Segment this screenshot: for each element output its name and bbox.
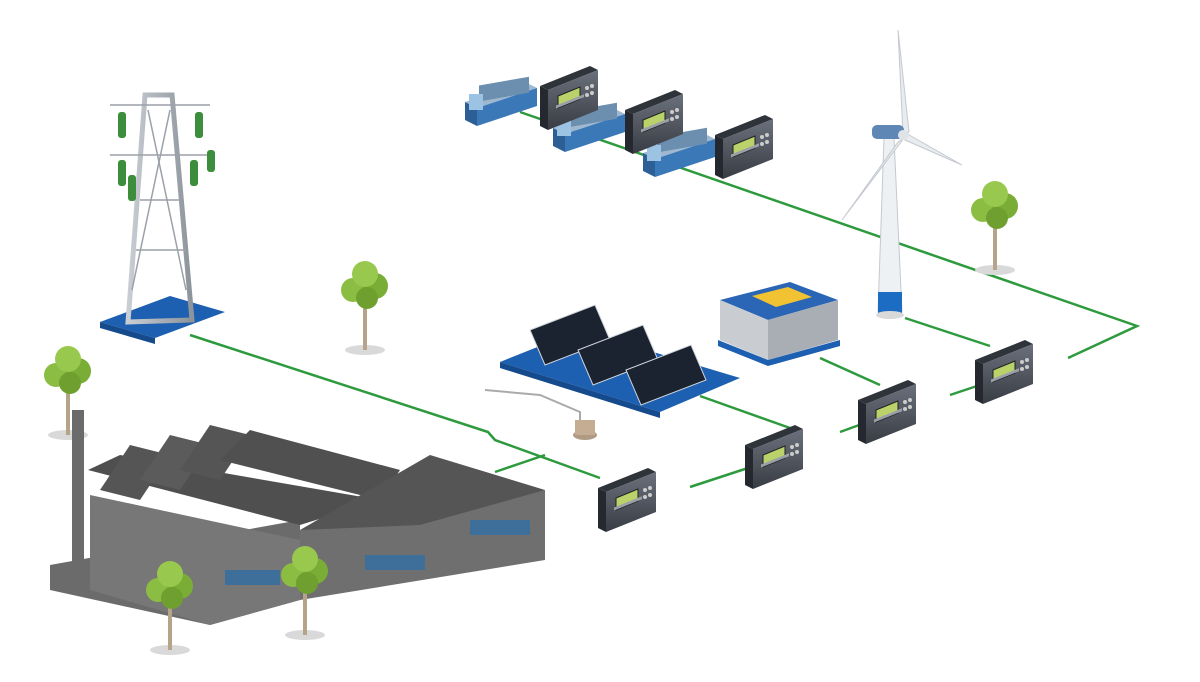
controller-unit-icon	[597, 467, 657, 533]
generator-set-icon	[465, 76, 537, 126]
battery-storage-icon	[718, 282, 840, 366]
wind-turbine-icon	[841, 29, 963, 319]
controller-unit-icon	[744, 424, 804, 490]
controller-unit-icon	[974, 339, 1034, 405]
controller-unit-icon	[857, 379, 917, 445]
factory-icon	[50, 410, 545, 625]
solar-panel-array-icon	[484, 304, 740, 440]
tree-icon	[341, 261, 388, 355]
grid-link-line	[189, 333, 601, 480]
controller-4-bus-line	[519, 110, 1141, 360]
solar-link-line	[699, 394, 791, 430]
controller-1-2-link-line	[689, 466, 749, 489]
controller-unit-icon	[714, 114, 774, 180]
tree-icon	[971, 181, 1018, 275]
battery-link-line	[819, 356, 881, 387]
turbine-link-line	[904, 316, 991, 348]
connection-lines	[189, 110, 1141, 489]
factory-link-line	[494, 453, 546, 474]
transmission-tower-icon	[100, 92, 225, 344]
